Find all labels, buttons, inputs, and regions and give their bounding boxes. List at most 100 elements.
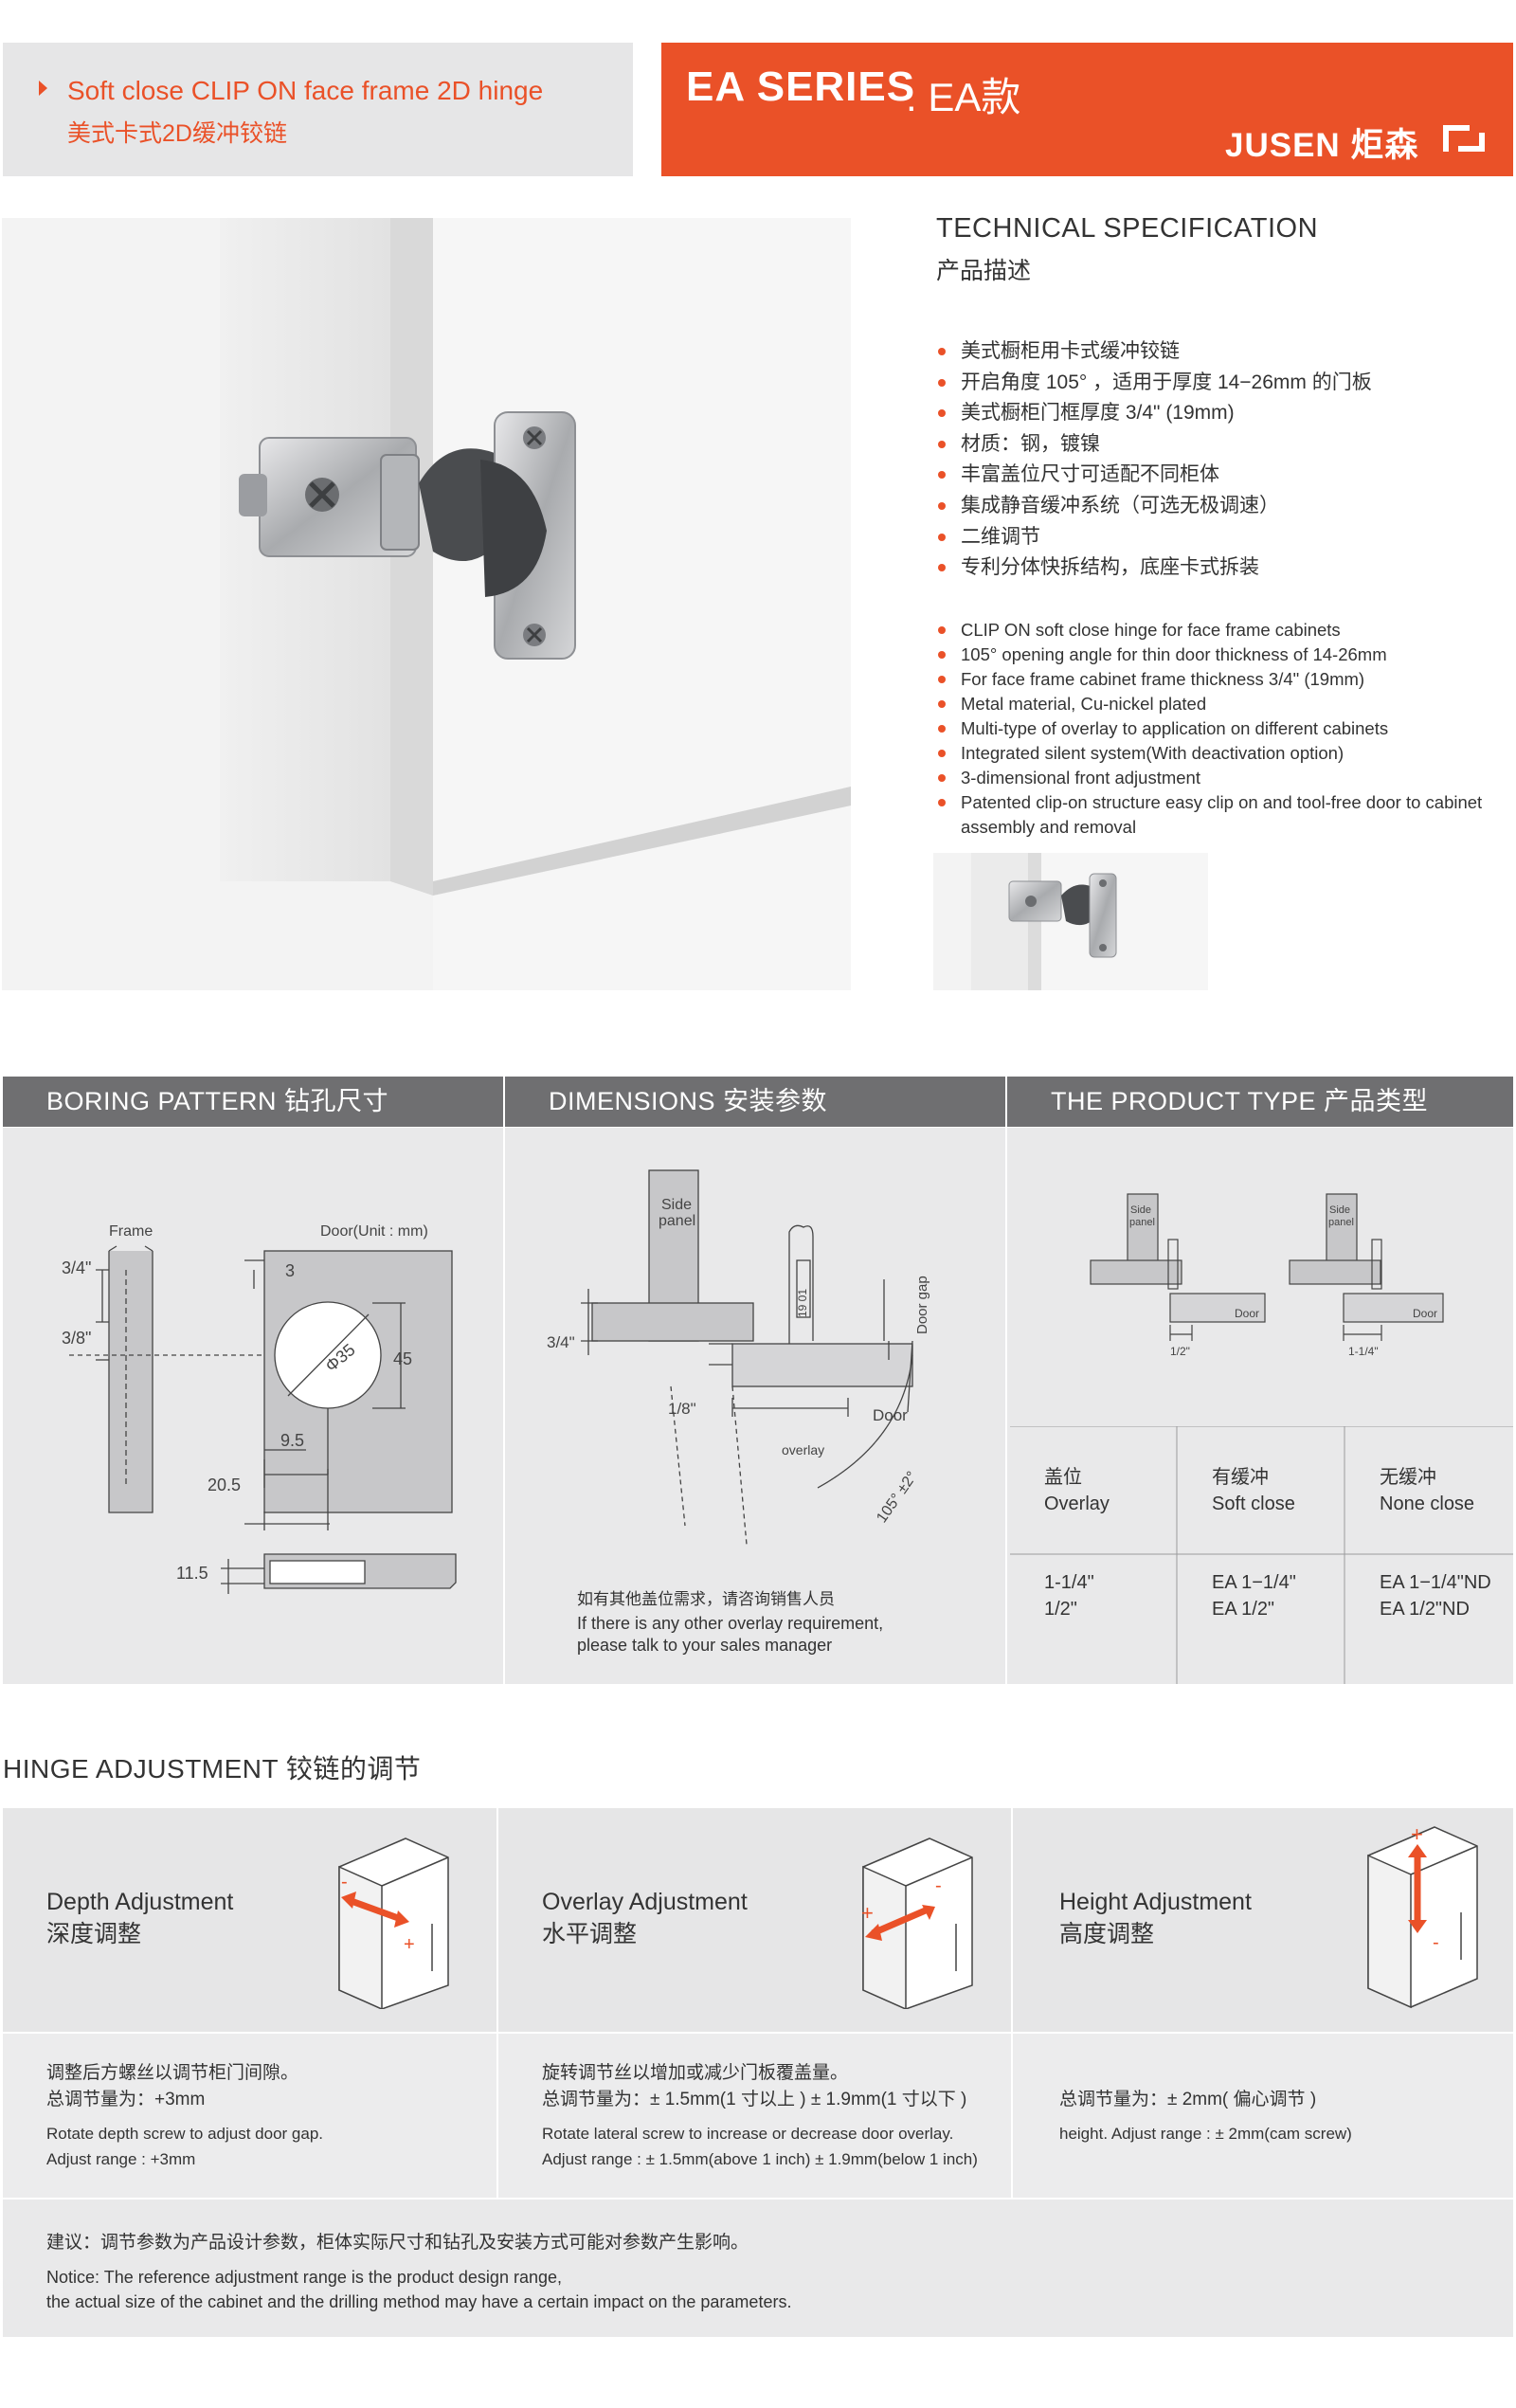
series-name-cn: . EA款 [906,75,1021,119]
list-item: 集成静音缓冲系统（可选无极调速） [936,491,1505,522]
depth-adjust-text: 调整后方螺丝以调节柜门间隙。 总调节量为：+3mm Rotate depth s… [3,2034,496,2198]
overlay-note-en1: If there is any other overlay requiremen… [577,1614,883,1633]
overlay-text-cn2: 总调节量为：± 1.5mm(1 寸以上 ) ± 1.9mm(1 寸以下 ) [542,2090,967,2109]
side-label-1: Side [1130,1204,1151,1216]
height-adjust-icon: + - [1367,1822,1478,2009]
notice-cn: 建议：调节参数为产品设计参数，柜体实际尺寸和钻孔及安装方式可能对参数产生影响。 [46,2233,749,2253]
header-none-close-cn: 无缓冲 [1380,1467,1436,1488]
header-none-close-en: None close [1380,1494,1475,1514]
section-bar-dimensions: DIMENSIONS 安装参数 [505,1077,1005,1127]
height-name-en: Height Adjustment [1059,1889,1252,1915]
product-type-diagram: Side panel Door 1/2" Side panel Door 1-1… [1090,1193,1444,1358]
depth-text-cn1: 调整后方螺丝以调节柜门间隙。 [46,2063,299,2083]
overlay-name-cn: 水平调整 [542,1921,638,1947]
dim-45: 45 [393,1349,412,1368]
header-soft-close-en: Soft close [1212,1494,1295,1514]
dim-20-5: 20.5 [208,1476,241,1494]
door-gap-label: Door gap [914,1276,930,1334]
spec-title: TECHNICAL SPECIFICATION [936,213,1319,244]
section-bar-product-type: THE PRODUCT TYPE 产品类型 [1007,1077,1513,1127]
panel-label-2: panel [1328,1217,1354,1228]
side-label: Side [661,1197,692,1213]
product-title-cn: 美式卡式2D缓冲铰链 [67,120,287,147]
dim-9-5: 9.5 [280,1431,304,1450]
product-title-en: Soft close CLIP ON face frame 2D hinge [67,76,544,105]
overlay-text-en1: Rotate lateral screw to increase or decr… [542,2125,954,2143]
overlay-text-cn1: 旋转调节丝以增加或减少门板覆盖量。 [542,2063,849,2083]
spec-title-cn: 产品描述 [936,258,1032,284]
product-photo [2,218,851,990]
table-cell: 1-1/4" [1044,1572,1094,1593]
dimensions-diagram: Side panel 19 01 Door gap 3/4" 1/8" Door… [547,1169,930,1655]
depth-text-cn2: 总调节量为：+3mm [46,2090,206,2109]
overlay-label: overlay [782,1442,824,1457]
notice-panel: 建议：调节参数为产品设计参数，柜体实际尺寸和钻孔及安装方式可能对参数产生影响。 … [3,2200,1513,2337]
overlay-note-en2: please talk to your sales manager [577,1636,832,1655]
list-item: 美式橱柜门框厚度 3/4" (19mm) [936,398,1505,429]
list-item: 专利分体快拆结构，底座卡式拆装 [936,552,1505,584]
frame-label: Frame [109,1223,153,1240]
section-bar-boring: BORING PATTERN 钻孔尺寸 [3,1077,503,1127]
depth-text-en2: Adjust range : +3mm [46,2150,196,2168]
dim-11-5: 11.5 [176,1564,208,1583]
plus-label: + [1411,1822,1423,1846]
door-label-1: Door [1235,1307,1259,1320]
list-item: 105° opening angle for thin door thickne… [936,643,1486,667]
list-item: CLIP ON soft close hinge for face frame … [936,618,1486,643]
table-cell: EA 1−1/4"ND [1380,1572,1491,1593]
overlay-name-en: Overlay Adjustment [542,1889,748,1915]
list-item: Multi-type of overlay to application on … [936,716,1486,741]
series-name: EA SERIES [686,63,916,110]
overlay-text-en2: Adjust range : ± 1.5mm(above 1 inch) ± 1… [542,2150,978,2168]
table-cell: 1/2" [1044,1599,1077,1620]
hinge-adjustment-title: HINGE ADJUSTMENT 铰链的调节 [3,1754,422,1783]
brand-logo-icon [1443,125,1485,152]
minus-label: - [935,1875,942,1896]
dim-1-8: 1/8" [668,1400,696,1418]
header-series-banner: EA SERIES . EA款 JUSEN 炬森 [661,43,1513,176]
hinge-mark-label: 19 01 [796,1289,809,1317]
product-thumbnail [933,853,1208,990]
dim-3-8: 3/8" [62,1329,91,1348]
spec-list-cn: 美式橱柜用卡式缓冲铰链 开启角度 105° ，适用于厚度 14−26mm 的门板… [936,336,1505,584]
minus-label: - [1433,1932,1439,1953]
dimensions-panel [505,1128,1005,1684]
notice-en1: Notice: The reference adjustment range i… [46,2268,562,2287]
notice-en2: the actual size of the cabinet and the d… [46,2292,792,2311]
height-name-cn: 高度调整 [1059,1921,1155,1947]
header-left-panel: Soft close CLIP ON face frame 2D hinge 美… [3,43,633,176]
overlay-adjust-card: Overlay Adjustment 水平调整 + - [498,1808,1011,2032]
dim-3-4: 3/4" [62,1258,91,1277]
dim-3: 3 [285,1261,295,1280]
list-item: 二维调节 [936,522,1505,553]
boring-pattern-diagram: Frame Door(Unit : mm) 3/4" 3/8" 3 Φ35 45… [62,1223,457,1594]
overlay-adjust-icon: + - [861,1838,973,2009]
depth-text-en1: Rotate depth screw to adjust door gap. [46,2125,324,2143]
list-item: Integrated silent system(With deactivati… [936,741,1486,766]
list-item: 丰富盖位尺寸可适配不同柜体 [936,460,1505,491]
dim-3-4: 3/4" [547,1333,575,1351]
overlay-adjust-text: 旋转调节丝以增加或减少门板覆盖量。 总调节量为：± 1.5mm(1 寸以上 ) … [498,2034,1011,2198]
height-text-en1: height. Adjust range : ± 2mm(cam screw) [1059,2125,1352,2143]
overlay-note-cn: 如有其他盖位需求，请咨询销售人员 [577,1590,835,1608]
panel-label-1: panel [1129,1217,1155,1228]
header-soft-close-cn: 有缓冲 [1212,1467,1269,1488]
list-item: 材质：钢，镀镍 [936,429,1505,461]
minus-label: - [341,1872,348,1892]
depth-adjust-icon: - + [338,1838,449,2009]
list-item: For face frame cabinet frame thickness 3… [936,667,1486,692]
header-overlay-cn: 盖位 [1044,1467,1082,1488]
list-item: Patented clip-on structure easy clip on … [936,790,1486,840]
table-cell: EA 1−1/4" [1212,1572,1296,1593]
side-label-2: Side [1329,1204,1350,1216]
height-adjust-card: Height Adjustment 高度调整 + - [1013,1808,1513,2032]
plus-label: + [404,1934,415,1955]
product-type-table: 盖位 Overlay 有缓冲 Soft close 无缓冲 None close… [1010,1426,1513,1684]
hinge-installed-illustration [2,218,851,990]
dim-one-quarter: 1-1/4" [1348,1345,1379,1358]
plus-label: + [861,1901,874,1925]
depth-adjust-card: Depth Adjustment 深度调整 - + [3,1808,496,2032]
panel-label: panel [659,1213,695,1229]
list-item: 3-dimensional front adjustment [936,766,1486,790]
list-item: Metal material, Cu-nickel plated [936,692,1486,716]
